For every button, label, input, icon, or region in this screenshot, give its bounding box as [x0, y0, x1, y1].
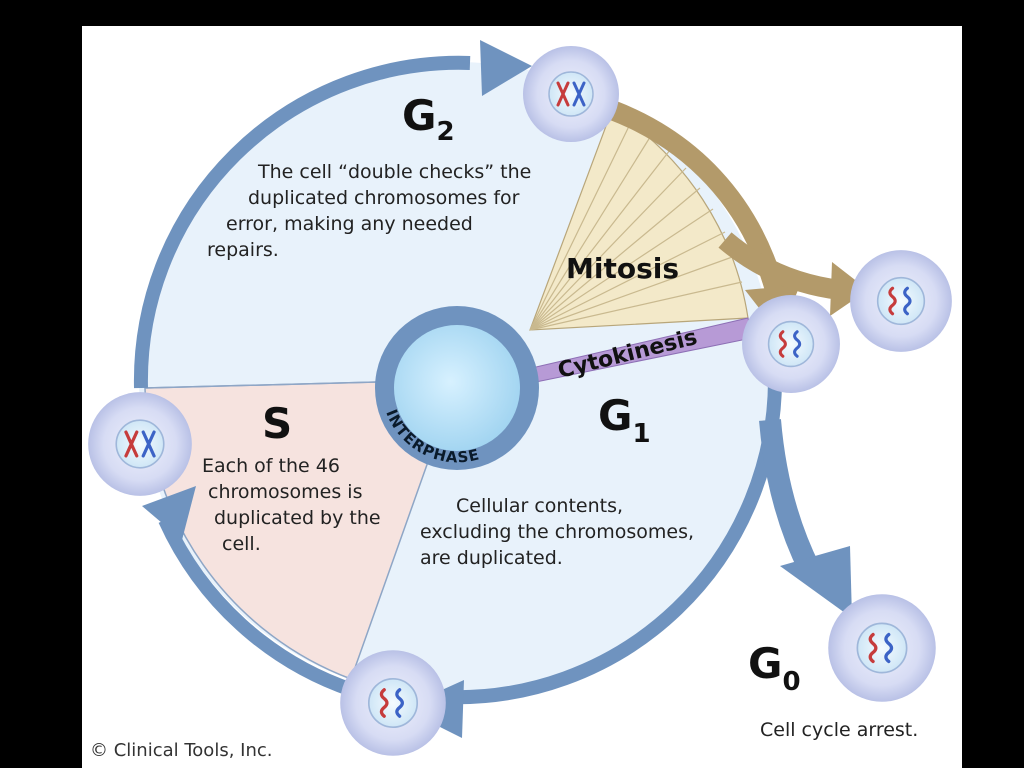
arrowhead-g0	[780, 546, 852, 618]
s-title: S	[262, 399, 292, 448]
mitosis-arrowhead-2	[830, 262, 868, 316]
cell-daughter-2	[849, 249, 953, 353]
mitosis-fan-lines	[529, 119, 743, 331]
g1-title: G1	[598, 391, 651, 449]
copyright-text: © Clinical Tools, Inc.	[90, 740, 272, 761]
mitosis-arrow-branch	[718, 232, 842, 300]
arrow-to-g0	[759, 419, 820, 575]
arrowhead-s	[142, 486, 196, 540]
g2-description: The cell “double checks” the duplicated …	[207, 161, 537, 261]
mitosis-label: Mitosis	[566, 252, 679, 285]
arrowhead-g2	[480, 40, 532, 96]
cell-g2-top	[522, 45, 620, 143]
g0-title: G0	[748, 639, 801, 697]
cell-g1-bottom	[339, 649, 447, 757]
interphase-center	[394, 325, 520, 451]
cell-s-left	[87, 391, 193, 497]
g1-description: Cellular contents, excluding the chromos…	[420, 495, 700, 569]
g0-description: Cell cycle arrest.	[760, 719, 918, 741]
cell-g0	[827, 593, 937, 703]
s-description: Each of the 46 chromosomes is duplicated…	[202, 455, 387, 555]
g2-title: G2	[402, 91, 455, 147]
cell-daughter-1	[741, 294, 841, 394]
